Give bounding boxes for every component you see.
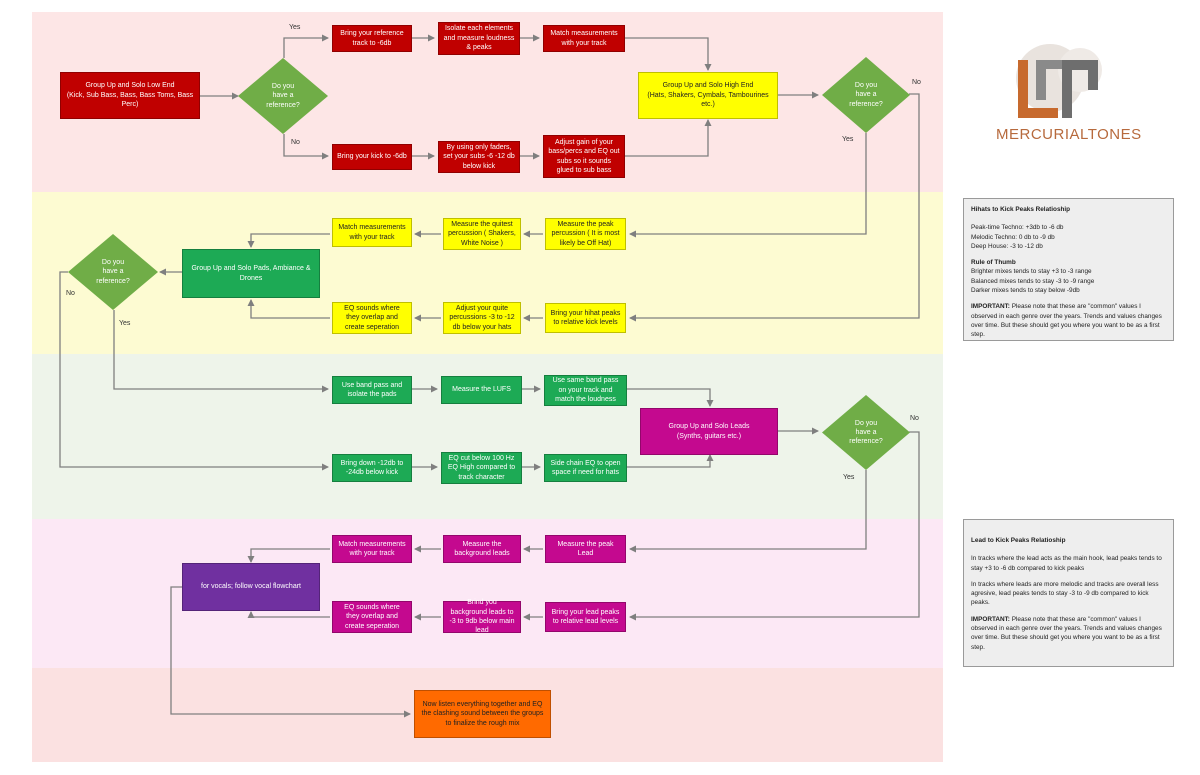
arrow	[629, 431, 920, 621]
panel-paragraph: In tracks where the lead acts as the mai…	[971, 555, 1162, 572]
rule-line: Brighter mixes tends to stay +3 to -3 ra…	[971, 268, 1092, 276]
no-label: No	[66, 290, 75, 297]
yes-label: Yes	[289, 24, 301, 31]
high-end-yes-step-2: Measure the quitest percussion ( Shakers…	[443, 218, 521, 250]
yes-label: Yes	[842, 136, 854, 143]
rule-line: Balanced mixes tends to stay -3 to -9 ra…	[971, 277, 1095, 285]
arrow	[625, 37, 712, 71]
logo-mark	[1016, 44, 1102, 118]
leads-yes-step-2: Measure the background leads	[443, 535, 521, 563]
low-end-yes-step-2: Isolate each elements and measure loudne…	[438, 22, 520, 55]
leads-yes-step-3: Match measurements with your track	[332, 535, 412, 563]
no-label: No	[291, 139, 300, 146]
high-end-reference-decision: Do you have a reference?	[822, 57, 910, 133]
important-text: Please note that these are "common" valu…	[971, 615, 1162, 651]
low-end-start: Group Up and Solo Low End (Kick, Sub Bas…	[60, 72, 200, 119]
arrow	[629, 93, 920, 322]
lead-kick-info-panel: Lead to Kick Peaks Relatioship In tracks…	[963, 519, 1174, 667]
high-end-no-step-2: Adjust your quite percussions -3 to -12 …	[443, 302, 521, 334]
yes-label: Yes	[843, 474, 855, 481]
leads-no-step-3: EQ sounds where they overlap and create …	[332, 601, 412, 633]
arrow	[247, 233, 330, 248]
leads-no-step-2: Brind you background leads to -3 to 9db …	[443, 599, 521, 634]
high-end-no-step-1: Bring your hihat peaks to relative kick …	[545, 303, 626, 333]
no-label: No	[910, 415, 919, 422]
low-end-no-step-3: Adjust gain of your bass/percs and EQ ou…	[543, 135, 625, 178]
high-end-start: Group Up and Solo High End (Hats, Shaker…	[638, 72, 778, 119]
arrow	[170, 586, 411, 718]
mercurial-tones-logo: MERCURIALTONES	[988, 40, 1148, 150]
leads-no-step-1: Bring your lead peaks to relative lead l…	[545, 602, 626, 632]
pads-no-step-2: EQ cut below 100 Hz EQ High compared to …	[441, 452, 522, 484]
high-end-no-step-3: EQ sounds where they overlap and create …	[332, 302, 412, 334]
low-end-yes-step-1: Bring your reference track to -6db	[332, 25, 412, 52]
pads-no-step-1: Bring down -12db to -24db below kick	[332, 454, 412, 482]
panel-paragraph: In tracks where leads are more melodic a…	[971, 580, 1159, 607]
low-end-reference-decision: Do you have a reference?	[238, 58, 328, 134]
arrow	[629, 470, 867, 553]
high-end-yes-step-3: Match measurements with your track	[332, 218, 412, 247]
pads-start: Group Up and Solo Pads, Ambiance & Drone…	[182, 249, 320, 298]
important-text: Please note that these are "common" valu…	[971, 303, 1162, 339]
pads-reference-decision: Do you have a reference?	[68, 234, 158, 310]
arrow	[113, 310, 329, 393]
low-end-no-step-2: By using only faders, set your subs -6 -…	[438, 141, 520, 173]
arrow	[59, 271, 329, 471]
genre-line: Peak-time Techno: +3db to -6 db	[971, 224, 1064, 232]
arrow	[283, 34, 329, 58]
low-end-no-step-1: Bring your kick to -6db	[332, 144, 412, 170]
leads-reference-decision: Do you have a reference?	[822, 395, 910, 470]
genre-line: Melodic Techno: 0 db to -9 db	[971, 233, 1055, 241]
important-label: IMPORTANT:	[971, 615, 1010, 623]
panel-title: Lead to Kick Peaks Relatioship	[971, 537, 1066, 544]
arrow	[625, 119, 712, 157]
leads-yes-step-1: Measure the peak Lead	[545, 535, 626, 563]
important-note: IMPORTANT: Please note that these are "c…	[971, 302, 1166, 339]
arrow	[627, 454, 714, 468]
vocals-start: for vocals; follow vocal flowchart	[182, 563, 320, 611]
pads-yes-step-2: Measure the LUFS	[441, 376, 522, 404]
low-end-yes-step-3: Match measurements with your track	[543, 25, 625, 52]
pads-yes-step-3: Use same band pass on your track and mat…	[544, 375, 627, 406]
important-label: IMPORTANT:	[971, 303, 1010, 311]
pads-yes-step-1: Use band pass and isolate the pads	[332, 376, 412, 404]
logo-text: MERCURIALTONES	[996, 126, 1142, 143]
rule-of-thumb-heading: Rule of Thumb	[971, 259, 1016, 267]
arrow	[247, 299, 330, 319]
important-note: IMPORTANT: Please note that these are "c…	[971, 615, 1166, 652]
pads-no-step-3: Side chain EQ to open space if need for …	[544, 454, 627, 482]
final-step: Now listen everything together and EQ th…	[414, 690, 551, 738]
panel-title: Hihats to Kick Peaks Relatioship	[971, 206, 1071, 213]
no-label: No	[912, 79, 921, 86]
yes-label: Yes	[119, 320, 131, 327]
rule-line: Darker mixes tends to stay below -9db	[971, 286, 1080, 294]
high-end-yes-step-1: Measure the peak percussion ( It is most…	[545, 218, 626, 250]
arrow	[629, 133, 867, 238]
hihats-kick-info-panel: Hihats to Kick Peaks Relatioship Peak-ti…	[963, 198, 1174, 341]
leads-start: Group Up and Solo Leads (Synths, guitars…	[640, 408, 778, 455]
arrow	[247, 548, 330, 563]
arrow	[247, 611, 330, 618]
arrow	[627, 388, 714, 407]
genre-line: Deep House: -3 to -12 db	[971, 242, 1043, 250]
arrow	[283, 134, 329, 160]
